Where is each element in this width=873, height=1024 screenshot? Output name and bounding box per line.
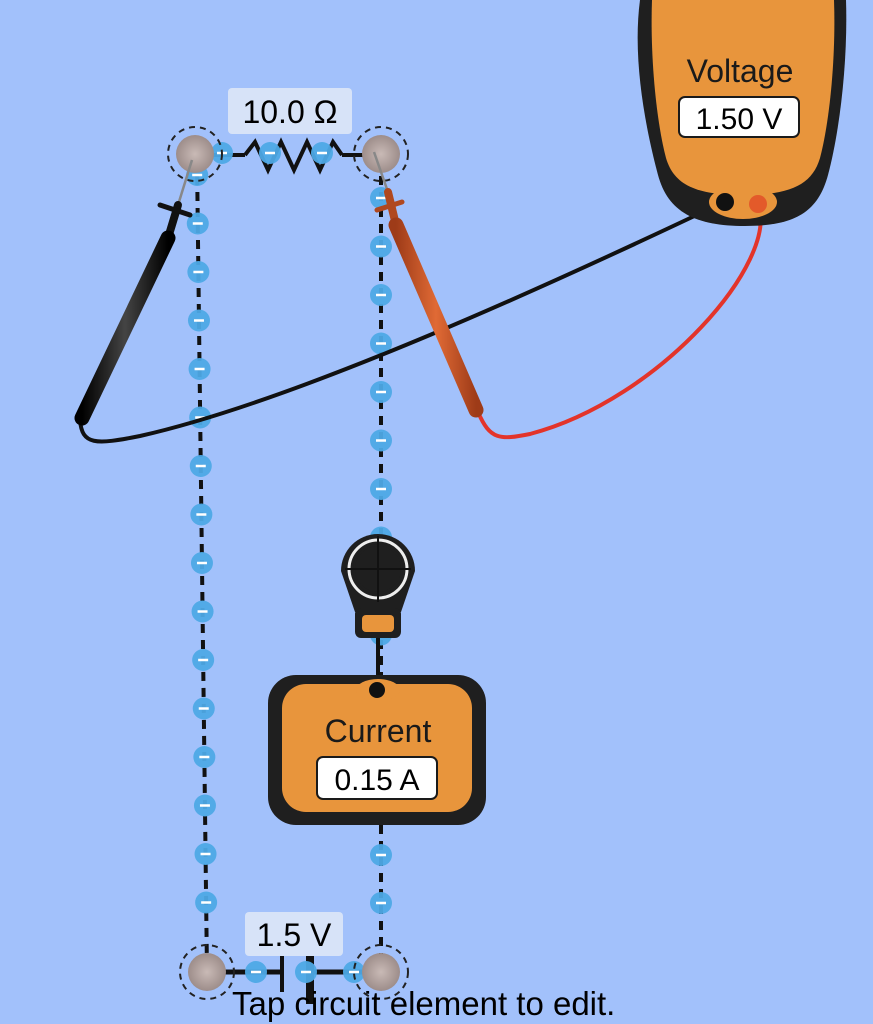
battery-label-box: 1.5 V bbox=[245, 912, 343, 956]
vertex-bottom-right[interactable] bbox=[353, 944, 409, 1000]
ammeter-probe[interactable] bbox=[341, 534, 415, 690]
voltmeter-black-probe[interactable] bbox=[74, 159, 194, 426]
voltmeter-reading: 1.50 V bbox=[696, 103, 783, 136]
vertex-bottom-left[interactable] bbox=[179, 944, 235, 1000]
battery-label: 1.5 V bbox=[257, 917, 332, 953]
ammeter-title: Current bbox=[325, 713, 432, 749]
voltmeter-black-jack-icon bbox=[716, 193, 734, 211]
voltmeter-red-jack-icon bbox=[749, 195, 767, 213]
resistor-label-box: 10.0 Ω bbox=[228, 88, 352, 134]
voltmeter-red-probe[interactable] bbox=[372, 151, 484, 418]
voltmeter[interactable]: Voltage 1.50 V bbox=[637, 0, 847, 226]
ammeter-jack-icon bbox=[369, 682, 385, 698]
resistor-label: 10.0 Ω bbox=[242, 94, 337, 130]
vertex-top-right[interactable] bbox=[353, 126, 409, 182]
voltmeter-black-lead bbox=[78, 200, 725, 444]
voltmeter-red-lead bbox=[476, 204, 763, 440]
ammeter[interactable]: Current 0.15 A bbox=[268, 675, 486, 825]
vertex-top-left[interactable] bbox=[167, 126, 223, 182]
ammeter-reading: 0.15 A bbox=[334, 764, 419, 797]
voltmeter-title: Voltage bbox=[687, 53, 794, 89]
